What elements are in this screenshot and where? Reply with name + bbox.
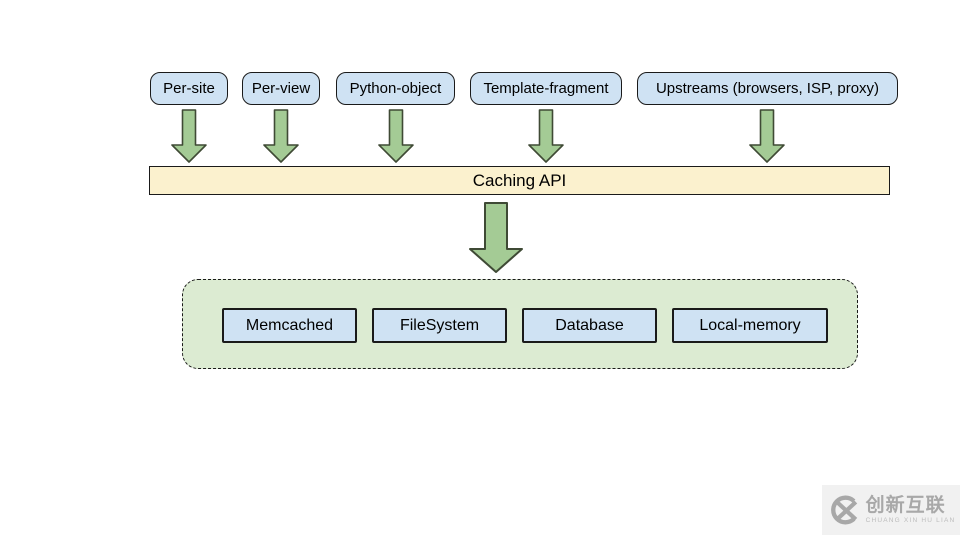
down-arrow-icon [469, 202, 523, 273]
node-template-fragment: Template-fragment [470, 72, 622, 105]
node-filesystem: FileSystem [372, 308, 507, 343]
watermark-logo: 创新互联 CHUANG XIN HU LIAN [822, 485, 960, 535]
brand-name-en: CHUANG XIN HU LIAN [865, 516, 956, 524]
brand-name-cn: 创新互联 [865, 494, 946, 516]
node-per-site: Per-site [150, 72, 228, 105]
node-database: Database [522, 308, 657, 343]
brand-logo-icon [830, 495, 857, 525]
brand-text: 创新互联 CHUANG XIN HU LIAN [866, 496, 956, 525]
node-memcached: Memcached [222, 308, 357, 343]
node-upstreams: Upstreams (browsers, ISP, proxy) [637, 72, 898, 105]
node-caching-api: Caching API [149, 166, 890, 195]
node-local-memory: Local-memory [672, 308, 828, 343]
node-per-view: Per-view [242, 72, 320, 105]
down-arrow-icon [378, 109, 414, 163]
down-arrow-icon [171, 109, 207, 163]
down-arrow-icon [263, 109, 299, 163]
down-arrow-icon [528, 109, 564, 163]
node-python-object: Python-object [336, 72, 455, 105]
down-arrow-icon [749, 109, 785, 163]
